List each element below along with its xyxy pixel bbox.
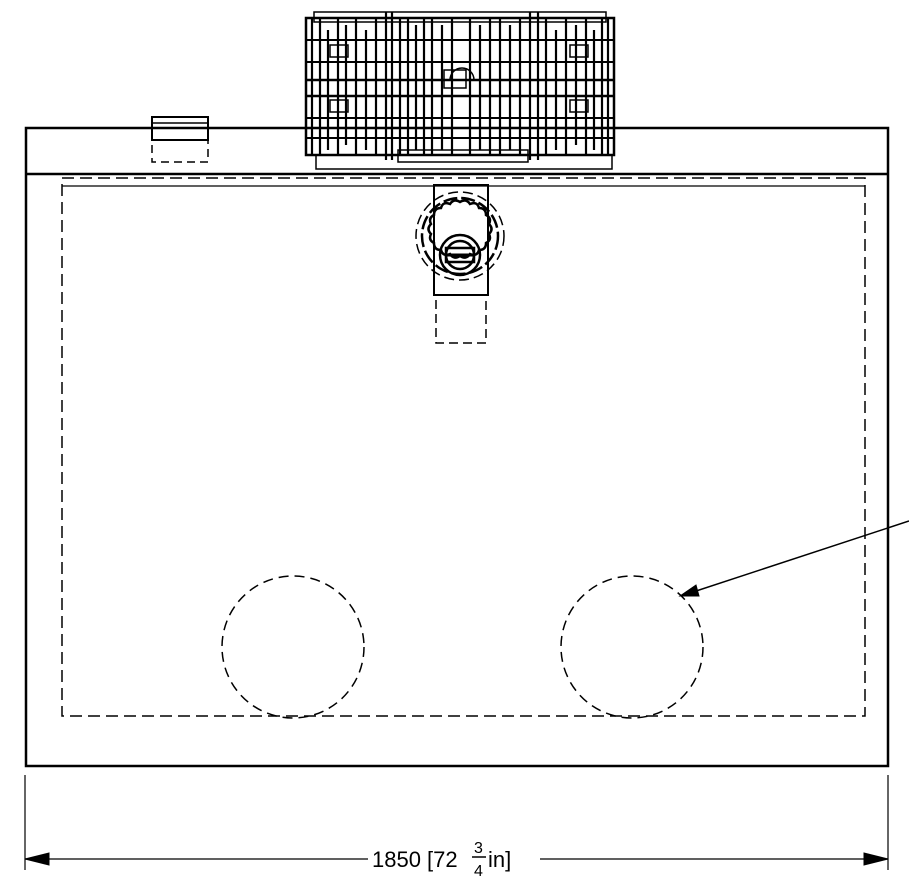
dimension-fraction-denominator: 4 bbox=[474, 863, 483, 880]
dimension-arrow-left bbox=[24, 852, 50, 866]
leader-arrow bbox=[678, 520, 909, 597]
dimension-fraction-numerator: 3 bbox=[474, 840, 483, 857]
dimension-label: 1850 [72 3 4 in] bbox=[372, 840, 511, 880]
inner-dashed-rect bbox=[61, 177, 866, 717]
width-dimension bbox=[24, 775, 889, 870]
hidden-circular-openings bbox=[221, 575, 704, 719]
dimension-unit: in] bbox=[488, 847, 511, 872]
tank-body bbox=[24, 126, 890, 768]
dimension-arrow-right bbox=[863, 852, 889, 866]
opening-left bbox=[221, 575, 365, 719]
top-left-fitting bbox=[151, 116, 209, 163]
tank-outline bbox=[24, 126, 890, 768]
dimension-value: 1850 [72 bbox=[372, 847, 458, 872]
opening-right bbox=[560, 575, 704, 719]
basket-assembly bbox=[304, 11, 616, 170]
valve-assembly bbox=[415, 184, 505, 344]
hidden-inner-outline bbox=[61, 177, 866, 717]
basket-outer bbox=[304, 16, 616, 157]
